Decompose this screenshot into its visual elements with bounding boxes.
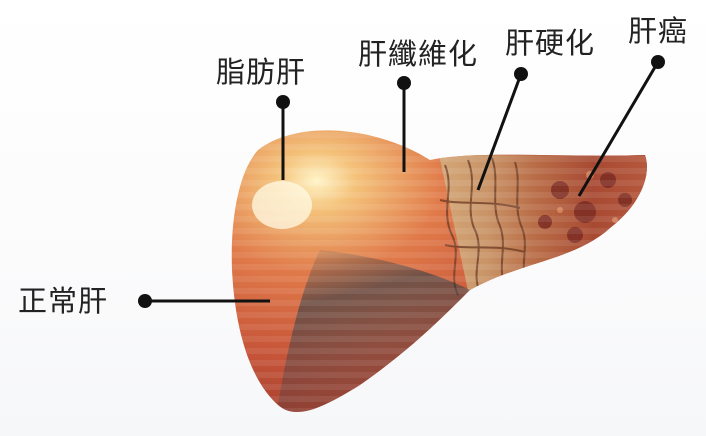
label-normal-liver: 正常肝 <box>18 287 108 316</box>
label-fatty-liver: 脂肪肝 <box>216 58 306 87</box>
label-liver-fibrosis: 肝纖維化 <box>358 40 478 69</box>
fatty-liver-highlight <box>252 181 312 229</box>
label-liver-cancer: 肝癌 <box>628 17 688 46</box>
label-cirrhosis: 肝硬化 <box>505 29 595 58</box>
